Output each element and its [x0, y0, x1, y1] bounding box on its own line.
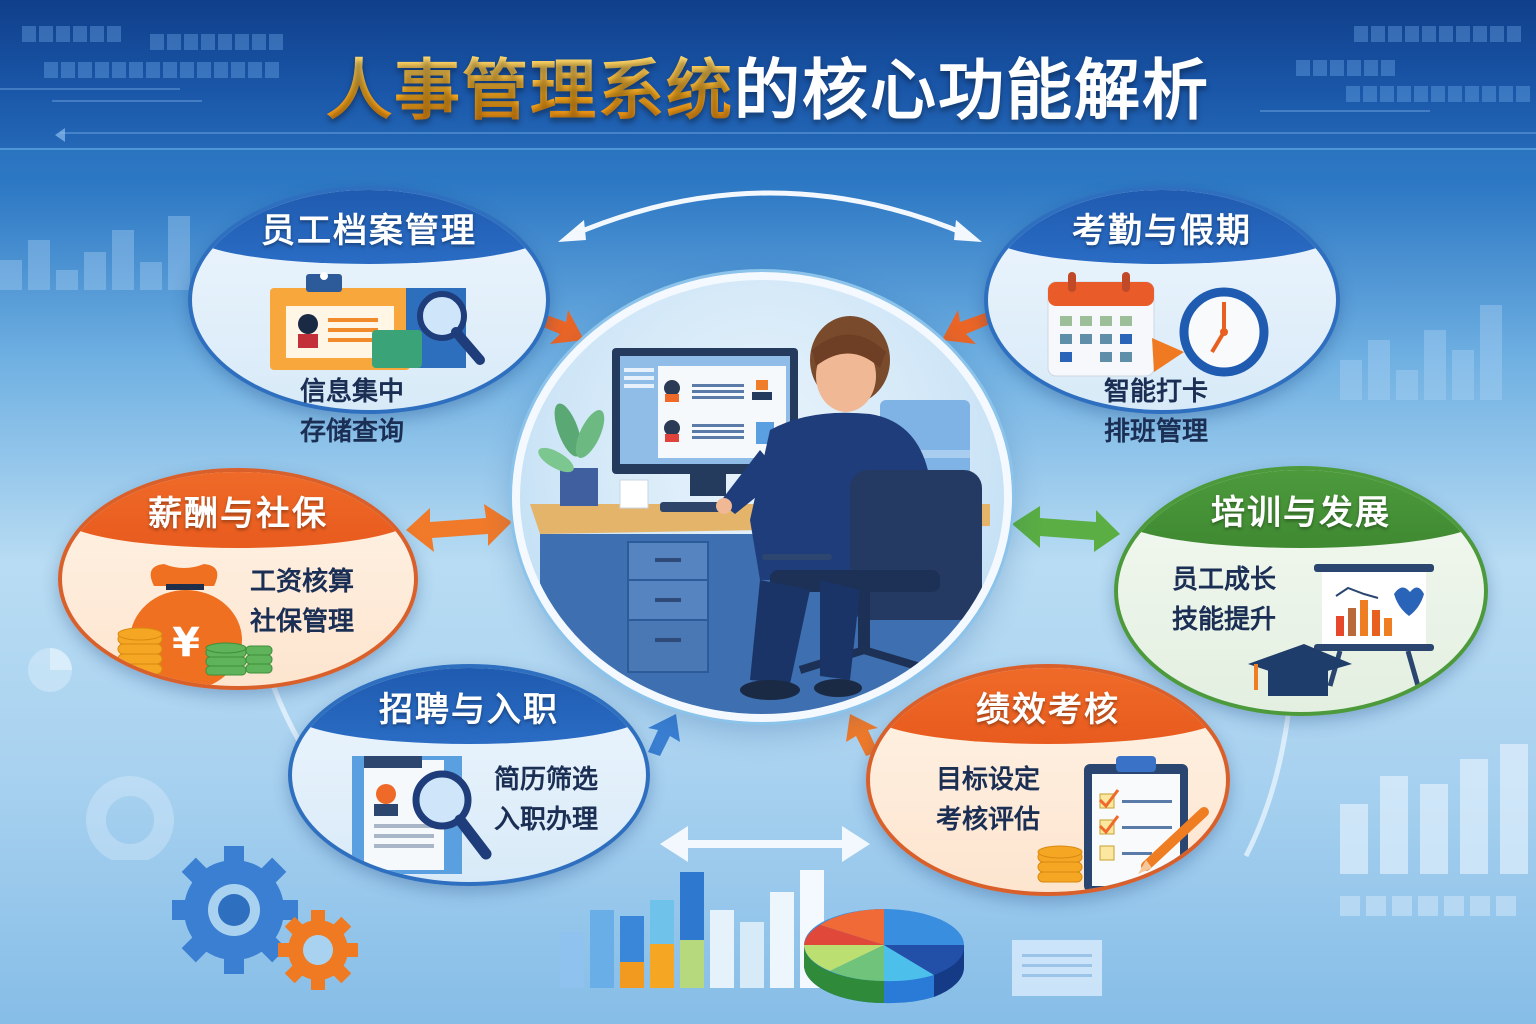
- arc-right-side: [1243, 700, 1293, 858]
- module-title: 薪酬与社保: [62, 472, 414, 548]
- bg-tile-row: [1340, 896, 1516, 916]
- arrow-perf-in: [846, 714, 878, 756]
- bg-pie-icon: [28, 648, 72, 692]
- office-worker-icon: [530, 316, 990, 714]
- arrow-profile-in: [536, 310, 584, 344]
- desc-line: 考核评估: [936, 805, 1041, 835]
- module-attendance-desc: 智能打卡 排班管理: [1104, 372, 1208, 452]
- arrow-salary-center: [406, 504, 512, 552]
- header-line: [1260, 110, 1430, 112]
- title-highlight: 人事管理系统: [326, 52, 734, 129]
- arrow-recruit-in: [648, 714, 680, 756]
- module-training-desc: 员工成长 技能提升: [1172, 560, 1276, 640]
- checklist-clipboard-icon: [1037, 756, 1209, 892]
- center-illustration: [512, 272, 1012, 722]
- header-band: 人事管理系统的核心功能解析: [0, 0, 1536, 150]
- module-employee-profile[interactable]: 员工档案管理: [188, 186, 550, 414]
- pie-chart-decoration-icon: [804, 909, 965, 1004]
- module-recruit-desc: 简历筛选 入职办理: [494, 760, 598, 840]
- module-title: 员工档案管理: [192, 190, 546, 264]
- module-salary-desc: 工资核算 社保管理: [250, 562, 354, 642]
- bg-donut-icon: [86, 776, 174, 860]
- desc-line: 智能打卡: [1104, 377, 1209, 407]
- bg-chart-left-top: [0, 210, 218, 290]
- desc-line: 入职办理: [494, 805, 599, 835]
- header-deco: [1296, 60, 1395, 76]
- desc-line: 员工成长: [1172, 565, 1277, 595]
- desc-line: 技能提升: [1172, 605, 1277, 635]
- id-card-folder-search-icon: [270, 272, 485, 370]
- svg-text:¥: ¥: [172, 620, 200, 666]
- header-deco: [44, 62, 279, 78]
- header-deco: [22, 26, 121, 42]
- bar-chart-decoration-icon: [560, 870, 824, 988]
- module-title: 招聘与入职: [292, 668, 646, 744]
- desc-line: 存储查询: [300, 417, 405, 447]
- desc-line: 简历筛选: [494, 765, 599, 795]
- module-recruitment[interactable]: 招聘与入职 简历筛选 入职办理: [288, 664, 650, 886]
- title-rest: 的核心功能解析: [734, 52, 1210, 129]
- calendar-clock-icon: [1047, 272, 1269, 377]
- header-triangle-icon: [55, 128, 65, 142]
- module-salary[interactable]: 薪酬与社保 ¥ 工资核算 社保管理: [58, 468, 418, 690]
- arrow-training-center: [1012, 506, 1120, 552]
- arrow-attend-in: [942, 310, 990, 344]
- header-line: [60, 132, 1536, 134]
- header-line: [0, 88, 180, 90]
- arrow-bottom-double: [660, 826, 870, 862]
- module-performance-desc: 目标设定 考核评估: [936, 760, 1040, 840]
- module-title: 绩效考核: [870, 668, 1226, 744]
- arc-arrow-top: [558, 190, 982, 242]
- gears-icon: [172, 846, 358, 990]
- resume-search-icon: [352, 756, 492, 874]
- presentation-graduation-icon: [1248, 564, 1434, 696]
- desc-line: 工资核算: [250, 567, 355, 597]
- money-bag-coins-icon: ¥: [117, 564, 273, 686]
- header-deco: [1354, 26, 1521, 42]
- document-decoration-icon: [1012, 940, 1102, 996]
- header-deco: [150, 34, 283, 50]
- header-line: [52, 100, 202, 102]
- bg-chart-right-bottom: [1340, 742, 1528, 874]
- desc-line: 目标设定: [936, 765, 1041, 795]
- desc-line: 社保管理: [250, 607, 355, 637]
- module-training[interactable]: 培训与发展 员工成长 技能提升: [1114, 466, 1488, 716]
- module-profile-desc: 信息集中 存储查询: [300, 372, 404, 452]
- module-title: 考勤与假期: [988, 190, 1336, 264]
- module-attendance[interactable]: 考勤与假期: [984, 186, 1340, 414]
- bg-chart-right-top: [1340, 300, 1502, 400]
- header-deco: [1346, 86, 1530, 102]
- module-title: 培训与发展: [1118, 470, 1484, 548]
- desc-line: 排班管理: [1104, 417, 1209, 447]
- page-title: 人事管理系统的核心功能解析: [0, 58, 1536, 124]
- desc-line: 信息集中: [300, 377, 405, 407]
- module-performance[interactable]: 绩效考核 目标设定 考核评估: [866, 664, 1230, 896]
